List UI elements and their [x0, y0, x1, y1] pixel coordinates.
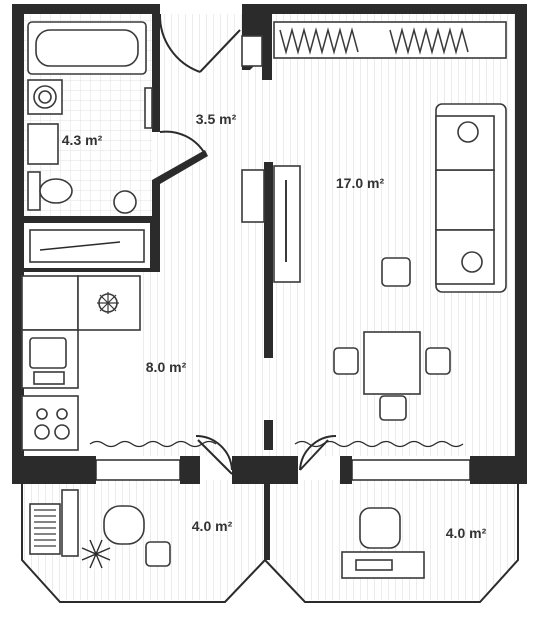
area-label-kitchen: 8.0 m²	[146, 359, 187, 375]
balcony-left-furniture	[29, 489, 171, 569]
office-chair	[359, 507, 401, 549]
plant-icon	[81, 539, 111, 569]
area-labels: 4.3 m² 3.5 m² 17.0 m² 8.0 m² 4.0 m² 4.0 …	[62, 111, 487, 541]
sink	[27, 123, 59, 165]
doors	[89, 13, 464, 475]
wardrobe	[273, 21, 507, 59]
armchair	[103, 505, 145, 545]
area-label-bathroom: 4.3 m²	[62, 132, 103, 148]
living-furniture	[333, 103, 507, 421]
wardrobes	[241, 21, 507, 283]
bathroom-fixtures	[27, 21, 153, 214]
dining-table	[363, 331, 421, 395]
toilet	[39, 178, 73, 204]
area-label-balcony-left: 4.0 m²	[192, 518, 233, 534]
area-label-balcony-right: 4.0 m²	[446, 525, 487, 541]
area-label-hallway: 3.5 m²	[196, 111, 237, 127]
area-label-living-room: 17.0 m²	[336, 175, 385, 191]
kitchen	[21, 275, 141, 451]
pouf	[381, 257, 411, 287]
balcony-right-furniture	[341, 507, 425, 579]
storage-closet	[29, 229, 145, 263]
shoe-rack	[241, 169, 265, 223]
cooktop	[21, 395, 79, 451]
